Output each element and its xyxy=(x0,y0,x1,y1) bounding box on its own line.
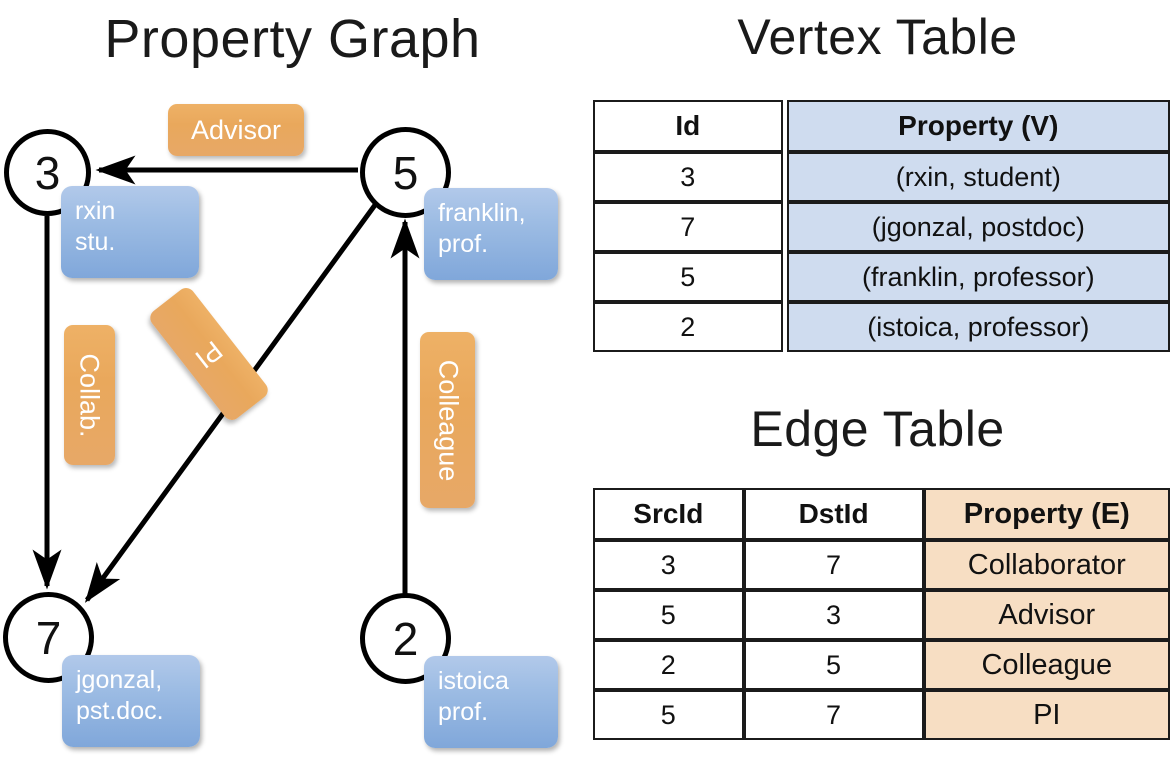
table-row: 3 (rxin, student) xyxy=(593,152,1170,202)
table-row: 3 7 Collaborator xyxy=(593,540,1170,590)
edge-row-0-dst: 7 xyxy=(743,540,924,590)
node-property-jgonzal-name: jgonzal, xyxy=(76,666,163,694)
table-row: 5 7 PI xyxy=(593,690,1170,740)
edge-row-2-dst: 5 xyxy=(743,640,924,690)
vertex-row-2-id: 5 xyxy=(593,252,783,302)
property-graph-diagram: Property Graph 3 5 7 2 xyxy=(3,9,558,748)
edge-row-1-dst: 3 xyxy=(743,590,924,640)
vertex-row-1-id: 7 xyxy=(593,202,783,252)
node-property-franklin-name: franklin, xyxy=(438,199,526,227)
edge-table-header-dstid: DstId xyxy=(743,488,924,540)
edge-table-header-property: Property (E) xyxy=(923,488,1170,540)
vertex-row-3-property: (istoica, professor) xyxy=(786,302,1170,352)
vertex-row-1-property: (jgonzal, postdoc) xyxy=(786,202,1170,252)
table-row: 2 (istoica, professor) xyxy=(593,302,1170,352)
edge-row-3-dst: 7 xyxy=(743,690,924,740)
vertex-table-header-id: Id xyxy=(593,100,783,152)
graph-node-3-label: 3 xyxy=(34,146,61,199)
graph-node-5-label: 5 xyxy=(392,146,419,199)
node-property-jgonzal-role: pst.doc. xyxy=(76,697,164,725)
vertex-row-0-property: (rxin, student) xyxy=(786,152,1170,202)
edge-label-colleague-text: Colleague xyxy=(433,359,463,481)
edge-label-colleague: Colleague xyxy=(420,332,475,508)
node-property-rxin-name: rxin xyxy=(75,197,116,225)
graph-node-2[interactable]: 2 xyxy=(360,593,451,684)
page-title-vertex-table: Vertex Table xyxy=(737,9,1018,65)
edge-table-header-srcid: SrcId xyxy=(593,488,744,540)
edge-table-header-row: SrcId DstId Property (E) xyxy=(593,488,1170,540)
node-property-istoica-role: prof. xyxy=(438,698,489,726)
node-property-box-rxin: rxin stu. xyxy=(61,186,199,278)
vertex-table: Id Property (V) 3 (rxin, student) 7 (jgo… xyxy=(593,100,1170,352)
edge-row-1-src: 5 xyxy=(593,590,744,640)
edge-row-0-src: 3 xyxy=(593,540,744,590)
graph-node-7-label: 7 xyxy=(35,611,62,664)
edge-row-2-src: 2 xyxy=(593,640,744,690)
table-row: 2 5 Colleague xyxy=(593,640,1170,690)
vertex-row-3-id: 2 xyxy=(593,302,783,352)
edge-label-advisor-text: Advisor xyxy=(190,114,282,145)
edge-label-collab: Collab. xyxy=(64,325,115,465)
page-title-property-graph: Property Graph xyxy=(104,9,481,69)
edge-row-0-property: Collaborator xyxy=(923,540,1170,590)
graph-node-5[interactable]: 5 xyxy=(360,127,451,218)
edge-table: SrcId DstId Property (E) 3 7 Collaborato… xyxy=(593,488,1170,740)
node-property-istoica-name: istoica xyxy=(438,667,509,695)
edge-row-2-property: Colleague xyxy=(923,640,1170,690)
node-property-rxin-role: stu. xyxy=(75,228,116,256)
edge-row-1-property: Advisor xyxy=(923,590,1170,640)
node-property-box-jgonzal: jgonzal, pst.doc. xyxy=(62,655,200,747)
node-property-franklin-role: prof. xyxy=(438,230,489,258)
vertex-table-header-row: Id Property (V) xyxy=(593,100,1170,152)
edge-row-3-src: 5 xyxy=(593,690,744,740)
page-title-edge-table: Edge Table xyxy=(750,401,1005,457)
edge-label-pi-text: PI xyxy=(190,334,229,375)
table-row: 5 (franklin, professor) xyxy=(593,252,1170,302)
table-row: 5 3 Advisor xyxy=(593,590,1170,640)
table-row: 7 (jgonzal, postdoc) xyxy=(593,202,1170,252)
node-property-box-istoica: istoica prof. xyxy=(424,656,558,748)
graph-node-2-label: 2 xyxy=(392,612,419,665)
edge-label-collab-text: Collab. xyxy=(75,352,106,438)
edge-label-advisor: Advisor xyxy=(168,104,304,156)
vertex-row-0-id: 3 xyxy=(593,152,783,202)
vertex-table-header-property: Property (V) xyxy=(786,100,1170,152)
node-property-box-franklin: franklin, prof. xyxy=(424,188,558,280)
edge-row-3-property: PI xyxy=(923,690,1170,740)
vertex-row-2-property: (franklin, professor) xyxy=(786,252,1170,302)
